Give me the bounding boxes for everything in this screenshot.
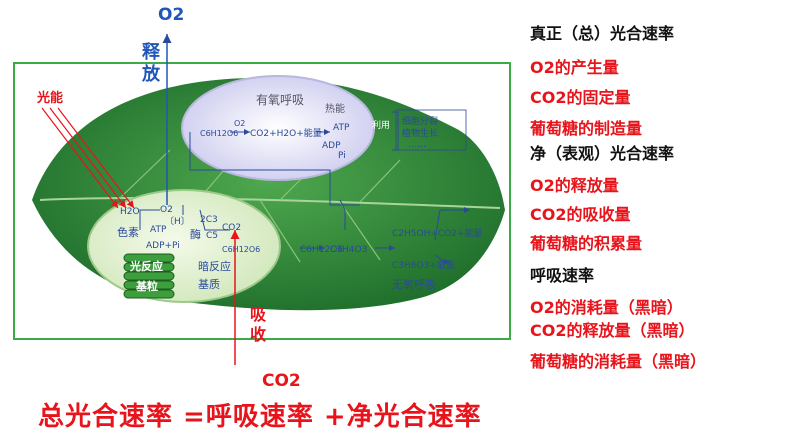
grana-stack (123, 253, 175, 299)
co2-fixation-item: CO2的固定量 (530, 88, 631, 107)
co2-absorption-item: CO2的吸收量 (530, 205, 631, 224)
cell-division-2: 植物生长 (402, 127, 438, 139)
o2-consumption-item: O2的消耗量（黑暗） (530, 298, 683, 317)
mito-products: CO2+H2O+能量 (250, 127, 322, 139)
release-label-1: 释 (142, 42, 161, 63)
absorb-label-2: 收 (250, 325, 266, 344)
usage-box (395, 109, 467, 151)
mito-pi: Pi (338, 151, 346, 161)
cyto-glucose: C6H12O6 (300, 245, 343, 255)
chloro-c3: 2C3 (200, 215, 218, 225)
top-o2-label: O2 (158, 5, 184, 25)
heat-energy-label: 热能 (325, 102, 345, 115)
chloro-adp-pi: ADP+Pi (146, 241, 180, 251)
o2-release-item: O2的释放量 (530, 176, 619, 195)
cell-division-dots: …… (408, 140, 426, 150)
glucose-manufacture-item: 葡萄糖的制造量 (530, 119, 643, 138)
aerobic-label: 有氧呼吸 (256, 93, 304, 107)
glucose-consumption-item: 葡萄糖的消耗量（黑暗） (530, 352, 707, 371)
bottom-co2-label: CO2 (262, 371, 301, 391)
light-energy-label: 光能 (36, 90, 63, 106)
chloro-glucose: C6H12O6 (222, 245, 260, 254)
light-arrows (41, 107, 135, 209)
diagram-frame (13, 62, 511, 340)
mito-o2: O2 (234, 119, 245, 128)
respiration-heading: 呼吸速率 (530, 266, 595, 285)
co2-release-item: CO2的释放量（黑暗） (530, 321, 695, 340)
chloro-c5: C5 (206, 231, 218, 241)
mito-adp: ADP (322, 141, 341, 151)
glucose-accumulation-item: 葡萄糖的积累量 (530, 234, 643, 253)
chloro-enzyme: 酶 (190, 228, 201, 241)
mito-atp: ATP (333, 123, 350, 133)
chloro-h2o: H2O (120, 207, 140, 217)
process-arrows (139, 111, 470, 265)
anaerobic-label: 无氧呼吸 (392, 277, 436, 291)
ethanol-label: C2H5OH+CO2+能量 (392, 227, 483, 239)
o2-production-item: O2的产生量 (530, 58, 619, 77)
mito-glucose: C6H12O6 (200, 129, 238, 138)
stroma-label: 基质 (198, 278, 220, 291)
net-photosynthesis-heading: 净（表观）光合速率 (530, 144, 675, 163)
dark-reaction-label: 暗反应 (198, 259, 231, 273)
chloro-pigment: 色素 (117, 225, 139, 239)
release-label-2: 放 (141, 63, 161, 85)
cell-division-1: 细胞分裂 (402, 115, 438, 127)
chloro-co2: CO2 (222, 223, 241, 233)
absorb-label-1: 吸 (250, 305, 267, 324)
chloro-h: 〔H〕 (165, 216, 190, 227)
grana-label: 基粒 (135, 279, 158, 293)
true-photosynthesis-heading: 真正（总）光合速率 (530, 24, 675, 43)
light-reaction-label: 光反应 (129, 259, 163, 273)
mitochondrion (181, 75, 375, 181)
use-label: 利用 (372, 119, 390, 131)
rate-formula: 总光合速率 =呼吸速率 +净光合速率 (38, 402, 482, 432)
chloro-o2: O2 (160, 205, 173, 215)
cyto-pyruvate: C3H4O3 (330, 245, 367, 255)
chloro-atp: ATP (150, 225, 167, 235)
lactic-label: C3H6O3+能量 (392, 259, 455, 271)
